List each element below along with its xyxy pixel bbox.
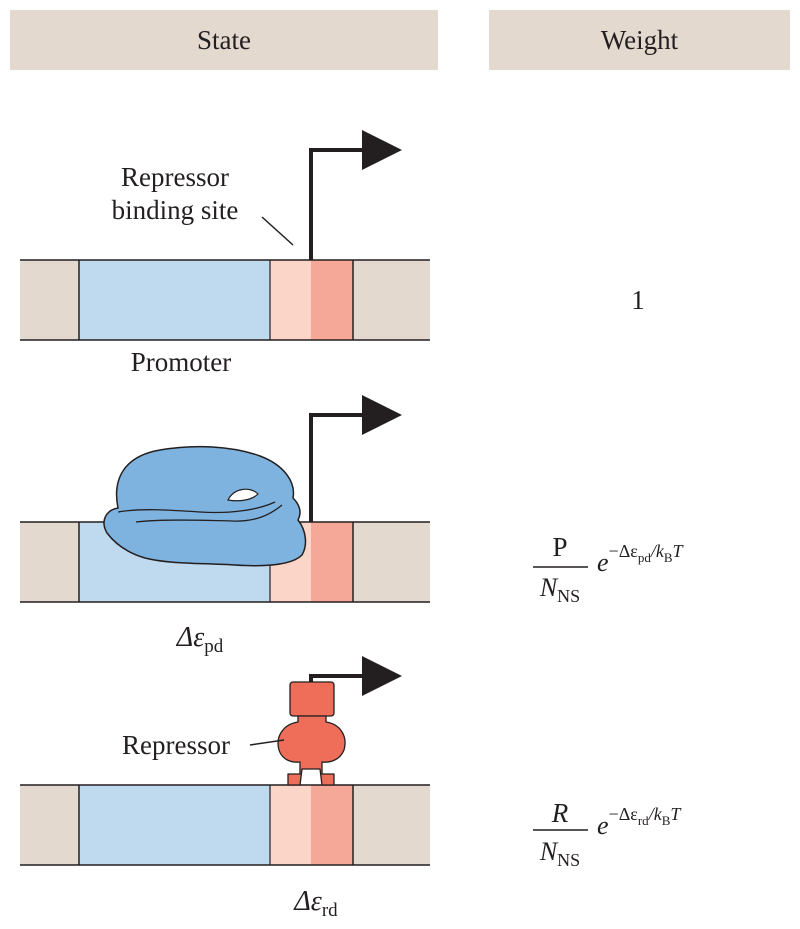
dna-strip <box>20 259 430 341</box>
promoter-region <box>79 785 270 865</box>
dna-left-flank <box>20 522 79 602</box>
weight-repressor-exponential: e−Δεrd/kBT <box>597 804 682 840</box>
weight-polymerase-exponential: e−Δεpd/kBT <box>597 541 685 577</box>
promoter-label: Promoter <box>131 347 232 377</box>
binding-site-label-line1: Repressor <box>121 162 229 192</box>
promoter-region <box>79 260 270 340</box>
transcription-start-arrow <box>309 395 402 522</box>
dna-left-flank <box>20 785 79 865</box>
dna-left-flank <box>20 260 79 340</box>
state-empty: Repressor binding site Promoter <box>20 130 430 377</box>
polymerase-energy-label: Δεpd <box>176 622 224 657</box>
weight-repressor-denominator: NNS <box>539 837 580 870</box>
dna-right-flank <box>353 785 430 865</box>
binding-site-label-line2: binding site <box>112 195 239 225</box>
weight-repressor-numerator: R <box>551 798 569 828</box>
binding-site-dark <box>311 260 353 340</box>
weight-polymerase: P NNS e−Δεpd/kBT <box>533 532 685 606</box>
repressor-label: Repressor <box>122 730 230 760</box>
binding-site-leader-line <box>261 216 294 246</box>
binding-site-light <box>270 260 311 340</box>
state-column-header: State <box>10 10 438 70</box>
state-polymerase-bound: Δεpd <box>20 395 430 657</box>
binding-site-light <box>270 785 311 865</box>
repressor-leader-line <box>249 739 285 746</box>
transcription-start-arrow <box>309 130 402 260</box>
binding-site-dark <box>311 522 353 602</box>
state-repressor-bound: Repressor Δεrd <box>20 656 430 921</box>
weight-repressor: R NNS e−Δεrd/kBT <box>533 798 682 870</box>
repressor-shape <box>277 681 346 786</box>
rna-polymerase-shape <box>103 445 307 567</box>
weight-empty: 1 <box>631 285 645 315</box>
weight-polymerase-denominator: NNS <box>539 573 580 606</box>
weight-column-header: Weight <box>489 10 790 70</box>
dna-right-flank <box>353 260 430 340</box>
dna-right-flank <box>353 522 430 602</box>
dna-strip <box>20 784 430 866</box>
weight-polymerase-numerator: P <box>552 532 567 562</box>
repressor-energy-label: Δεrd <box>293 886 338 921</box>
binding-site-dark <box>311 785 353 865</box>
